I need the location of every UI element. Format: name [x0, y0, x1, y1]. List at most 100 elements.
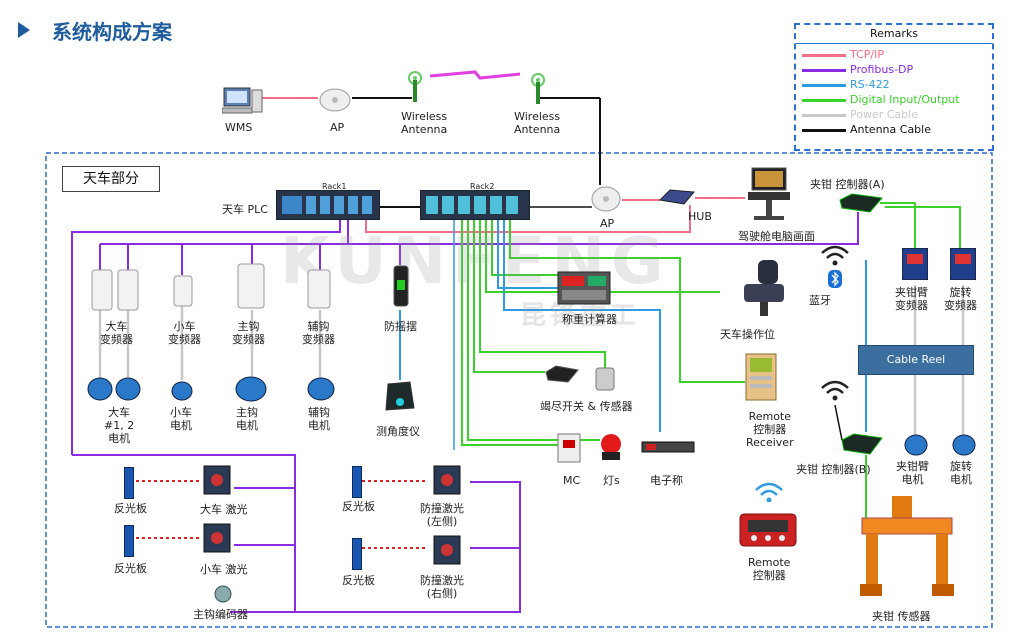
ap-label-crane: AP: [600, 217, 615, 230]
plc-rack2-icon: [420, 190, 530, 220]
clamp-controller-a-icon: [839, 193, 883, 213]
trolley-motor-label: 小车 电机: [170, 406, 192, 432]
bridge-laser-label: 大车 激光: [200, 503, 248, 516]
lights-label: 灯s: [603, 474, 620, 487]
main-hook-motor-label: 主钩 电机: [236, 406, 258, 432]
mc-label: MC: [563, 474, 581, 487]
cockpit-console-icon: [748, 167, 790, 220]
computer-icon: [222, 87, 263, 114]
profibus-line-swatch: [802, 68, 846, 72]
anti-collision-right-label: 防撞激光 (右侧): [420, 574, 464, 600]
trolley-laser-label: 小车 激光: [200, 563, 248, 576]
rotate-motor-label: 旋转 电机: [950, 460, 972, 486]
angle-meter-icon: [385, 381, 415, 411]
weigh-calculator-icon: [557, 271, 611, 305]
access-point-icon: [591, 186, 621, 212]
crane-section-label: 天车部分: [62, 166, 160, 192]
reflector-icon: [352, 466, 362, 498]
electronic-scale-icon: [641, 441, 695, 453]
profibus-right: [347, 212, 859, 245]
wireless-signal-icon: [821, 245, 849, 266]
remote-controller-icon: [739, 513, 797, 547]
aux-hook-vfd-icon: [307, 269, 331, 309]
trolley-vfd-icon: [173, 275, 193, 307]
antenna-cable-line-swatch: [802, 128, 846, 132]
hub-label: HUB: [688, 210, 712, 223]
remarks-legend: Remarks TCP/IP Profibus-DP RS-422 Digita…: [794, 23, 994, 151]
anti-collision-left-label: 防撞激光 (左侧): [420, 502, 464, 528]
anti-collision-laser-left-icon: [433, 465, 461, 495]
aux-hook-motor-label: 辅钩 电机: [308, 406, 330, 432]
clamp-tongs-icon: [860, 496, 954, 596]
sensor-icon: [595, 367, 615, 391]
remote-receiver-label: Remote 控制器 Receiver: [746, 410, 794, 449]
remarks-title: Remarks: [796, 25, 992, 44]
weigh-calculator-label: 称重计算器: [562, 313, 617, 326]
legend-item-rs422: RS-422: [802, 77, 890, 92]
rs422-line-swatch: [802, 83, 846, 87]
reflector-icon: [124, 525, 134, 557]
wireless-antenna-label-2: Wireless Antenna: [514, 110, 561, 136]
ap-label-top: AP: [330, 121, 345, 134]
rotate-vfd-label: 旋转 变频器: [944, 286, 977, 312]
warning-light-icon: [601, 434, 621, 460]
reflector-label-1: 反光板: [114, 502, 147, 515]
limit-switch-label: 竭尽开关 & 传感器: [540, 400, 633, 413]
rack1-label: Rack1: [322, 182, 347, 191]
wireless-link: [429, 70, 521, 80]
motor-icon: [235, 376, 267, 402]
clamp-controller-a-label: 夹钳 控制器(A): [810, 178, 885, 191]
legend-item-tcpip: TCP/IP: [802, 47, 884, 62]
aux-hook-vfd-label: 辅钩 变频器: [302, 320, 335, 346]
reflector-icon: [124, 467, 134, 499]
anti-sway-label: 防摇摆: [384, 320, 417, 333]
operator-seat-label: 天车操作位: [720, 328, 775, 341]
antenna-icon: [408, 71, 422, 102]
bluetooth-label: 蓝牙: [809, 294, 831, 307]
tcpip-line-swatch: [802, 53, 846, 57]
legend-item-profibus: Profibus-DP: [802, 62, 913, 77]
anti-collision-laser-right-icon: [433, 535, 461, 565]
legend-item-power-cable: Power Cable: [802, 107, 918, 122]
trolley-vfd-label: 小车 变频器: [168, 320, 201, 346]
legend-item-antenna-cable: Antenna Cable: [802, 122, 931, 137]
power-cable-line-swatch: [802, 113, 846, 117]
bridge-laser-icon: [203, 465, 231, 495]
remote-receiver-icon: [745, 353, 777, 401]
bridge-motor-label: 大车 #1, 2 电机: [104, 406, 135, 445]
watermark-logo-cn: 昆锋重工: [520, 301, 641, 331]
clamp-arm-vfd-icon: [902, 248, 928, 280]
motor-icon: [171, 381, 193, 401]
clamp-arm-motor-label: 夹钳臂 电机: [896, 460, 929, 486]
wireless-signal-icon: [755, 482, 783, 502]
bluetooth-icon: [828, 270, 842, 288]
wireless-antenna-label-1: Wireless Antenna: [401, 110, 448, 136]
profibus-main: [71, 218, 341, 455]
wms-label: WMS: [225, 121, 253, 134]
main-hook-vfd-label: 主钩 变频器: [232, 320, 265, 346]
main-hook-vfd-icon: [237, 263, 265, 309]
cable-reel-box: Cable Reel: [858, 345, 974, 375]
motor-icon: [87, 377, 141, 401]
anti-sway-icon: [393, 265, 409, 307]
motor-icon: [952, 434, 976, 456]
rack2-label: Rack2: [470, 182, 495, 191]
legend-item-digital-io: Digital Input/Output: [802, 92, 960, 107]
main-hook-encoder-label: 主钩编码器: [193, 608, 248, 621]
hub-icon: [658, 189, 695, 205]
scale-label: 电子称: [650, 474, 683, 487]
limit-switch-icon: [545, 365, 579, 383]
remote-controller-label: Remote 控制器: [748, 556, 791, 582]
digital-io-line-swatch: [802, 98, 846, 102]
hub-plc-link: [365, 205, 691, 233]
cockpit-pc-label: 驾驶舱电脑画面: [738, 230, 815, 243]
antenna-icon: [531, 73, 545, 104]
reflector-label-3: 反光板: [342, 500, 375, 513]
clamp-controller-b-label: 夹钳 控制器(B): [796, 463, 871, 476]
plc-label: 天车 PLC: [222, 203, 268, 216]
bridge-vfd-label: 大车 变频器: [100, 320, 133, 346]
bridge-vfd-icon: [91, 269, 139, 311]
clamp-arm-vfd-label: 夹钳臂 变频器: [895, 286, 928, 312]
reflector-icon: [352, 538, 362, 570]
